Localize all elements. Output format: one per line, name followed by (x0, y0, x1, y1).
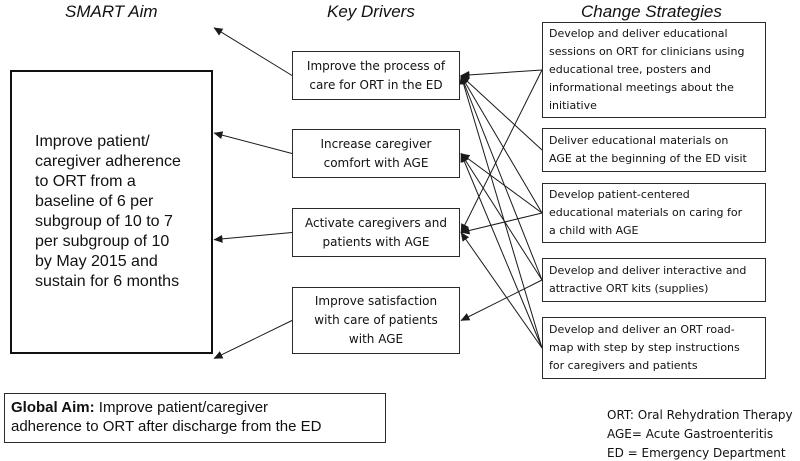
driver-label-line: care for ORT in the ED (309, 77, 443, 92)
smart-aim-line: subgroup of 10 to 7 (35, 213, 173, 230)
global-aim-text-line1: Improve patient/caregiver (94, 399, 269, 416)
driver-satisfaction: Improve satisfaction with care of patien… (292, 287, 460, 354)
strategy-label-line: map with step by step instructions (549, 341, 740, 354)
driver-label-line: Improve satisfaction (314, 294, 438, 308)
connector-arrow (459, 75, 543, 349)
connector-arrow (213, 27, 293, 76)
strategy-label-line: Develop patient-centered (549, 188, 690, 201)
strategy-label-line: Deliver educational materials on (549, 134, 729, 147)
driver-label-line: comfort with AGE (323, 155, 429, 170)
smart-aim-header: SMART Aim (65, 2, 158, 21)
strategy-label-line: educational materials on caring for (549, 206, 743, 219)
smart-aim-line: per subgroup of 10 (35, 233, 170, 250)
connector-arrow (460, 75, 543, 281)
connector-arrow (213, 131, 293, 154)
driver-caregiver-comfort: Increase caregiver comfort with AGE (292, 129, 460, 178)
driver-process-of-care: Improve the process of care for ORT in t… (292, 51, 460, 100)
connector-arrow (460, 69, 543, 79)
connector-arrow (460, 153, 543, 281)
key-drivers-header: Key Drivers (327, 2, 415, 21)
driver-activate-caregivers: Activate caregivers and patients with AG… (292, 208, 460, 257)
connector-arrow (460, 75, 543, 214)
strategy-label-line: a child with AGE (549, 224, 639, 237)
connector-arrow (460, 279, 543, 321)
strategy-ort-kits: Develop and deliver interactive and attr… (542, 258, 766, 302)
driver-label-line: patients with AGE (322, 234, 430, 249)
global-aim-text-line2: adherence to ORT after discharge from th… (11, 418, 322, 435)
strategy-label-line: educational tree, posters and (549, 63, 711, 76)
connector-arrow (460, 75, 543, 151)
driver-label-line: Increase caregiver (320, 136, 432, 151)
connector-arrow (460, 232, 543, 349)
strategy-label-line: AGE at the beginning of the ED visit (549, 152, 747, 165)
strategy-label-line: Develop and deliver interactive and (549, 264, 747, 277)
smart-aim-line: Improve patient/ (35, 133, 150, 150)
smart-aim-line: sustain for 6 months (35, 273, 180, 290)
connector-arrow (460, 212, 543, 235)
strategy-label-line: initiative (549, 99, 597, 112)
change-strategies-header: Change Strategies (581, 2, 722, 21)
strategy-early-materials: Deliver educational materials on AGE at … (542, 128, 766, 172)
legend-entry: AGE= Acute Gastroenteritis (607, 427, 774, 441)
driver-label-line: Activate caregivers and (304, 215, 447, 230)
smart-aim-line: baseline of 6 per (35, 193, 154, 210)
strategy-label-line: informational meetings about the (549, 81, 734, 94)
abbreviation-legend: ORT: Oral Rehydration Therapy AGE= Acute… (607, 406, 793, 461)
legend-entry: ED = Emergency Department (607, 446, 786, 460)
smart-aim-line: to ORT from a (35, 173, 136, 190)
strategy-label-line: Develop and deliver an ORT road- (549, 323, 735, 336)
smart-aim-box: Improve patient/ caregiver adherence to … (10, 70, 213, 354)
connector-arrow (460, 153, 543, 214)
smart-aim-line: caregiver adherence (35, 153, 181, 170)
strategy-label-line: attractive ORT kits (supplies) (549, 282, 709, 295)
strategy-label-line: for caregivers and patients (549, 359, 698, 372)
strategy-clinician-education: Develop and deliver educational sessions… (542, 22, 766, 118)
legend-entry: ORT: Oral Rehydration Therapy (607, 408, 793, 422)
driver-label-line: with care of patients (314, 313, 438, 327)
connector-arrow (213, 320, 293, 359)
connector-arrow (460, 69, 543, 233)
driver-label-line: with AGE (348, 332, 404, 346)
smart-aim-line: by May 2015 and (35, 253, 158, 270)
strategy-label-line: sessions on ORT for clinicians using (549, 45, 745, 58)
driver-label-line: Improve the process of (306, 58, 446, 73)
strategy-ort-roadmap: Develop and deliver an ORT road- map wit… (542, 317, 766, 379)
global-aim-box: Global Aim: Improve patient/caregiver ad… (4, 393, 386, 443)
connector-arrow (460, 153, 543, 349)
global-aim-label: Global Aim: (11, 399, 95, 416)
strategy-label-line: Develop and deliver educational (549, 27, 728, 40)
strategy-patient-centered-materials: Develop patient-centered educational mat… (542, 183, 766, 243)
connector-arrow (213, 232, 293, 243)
